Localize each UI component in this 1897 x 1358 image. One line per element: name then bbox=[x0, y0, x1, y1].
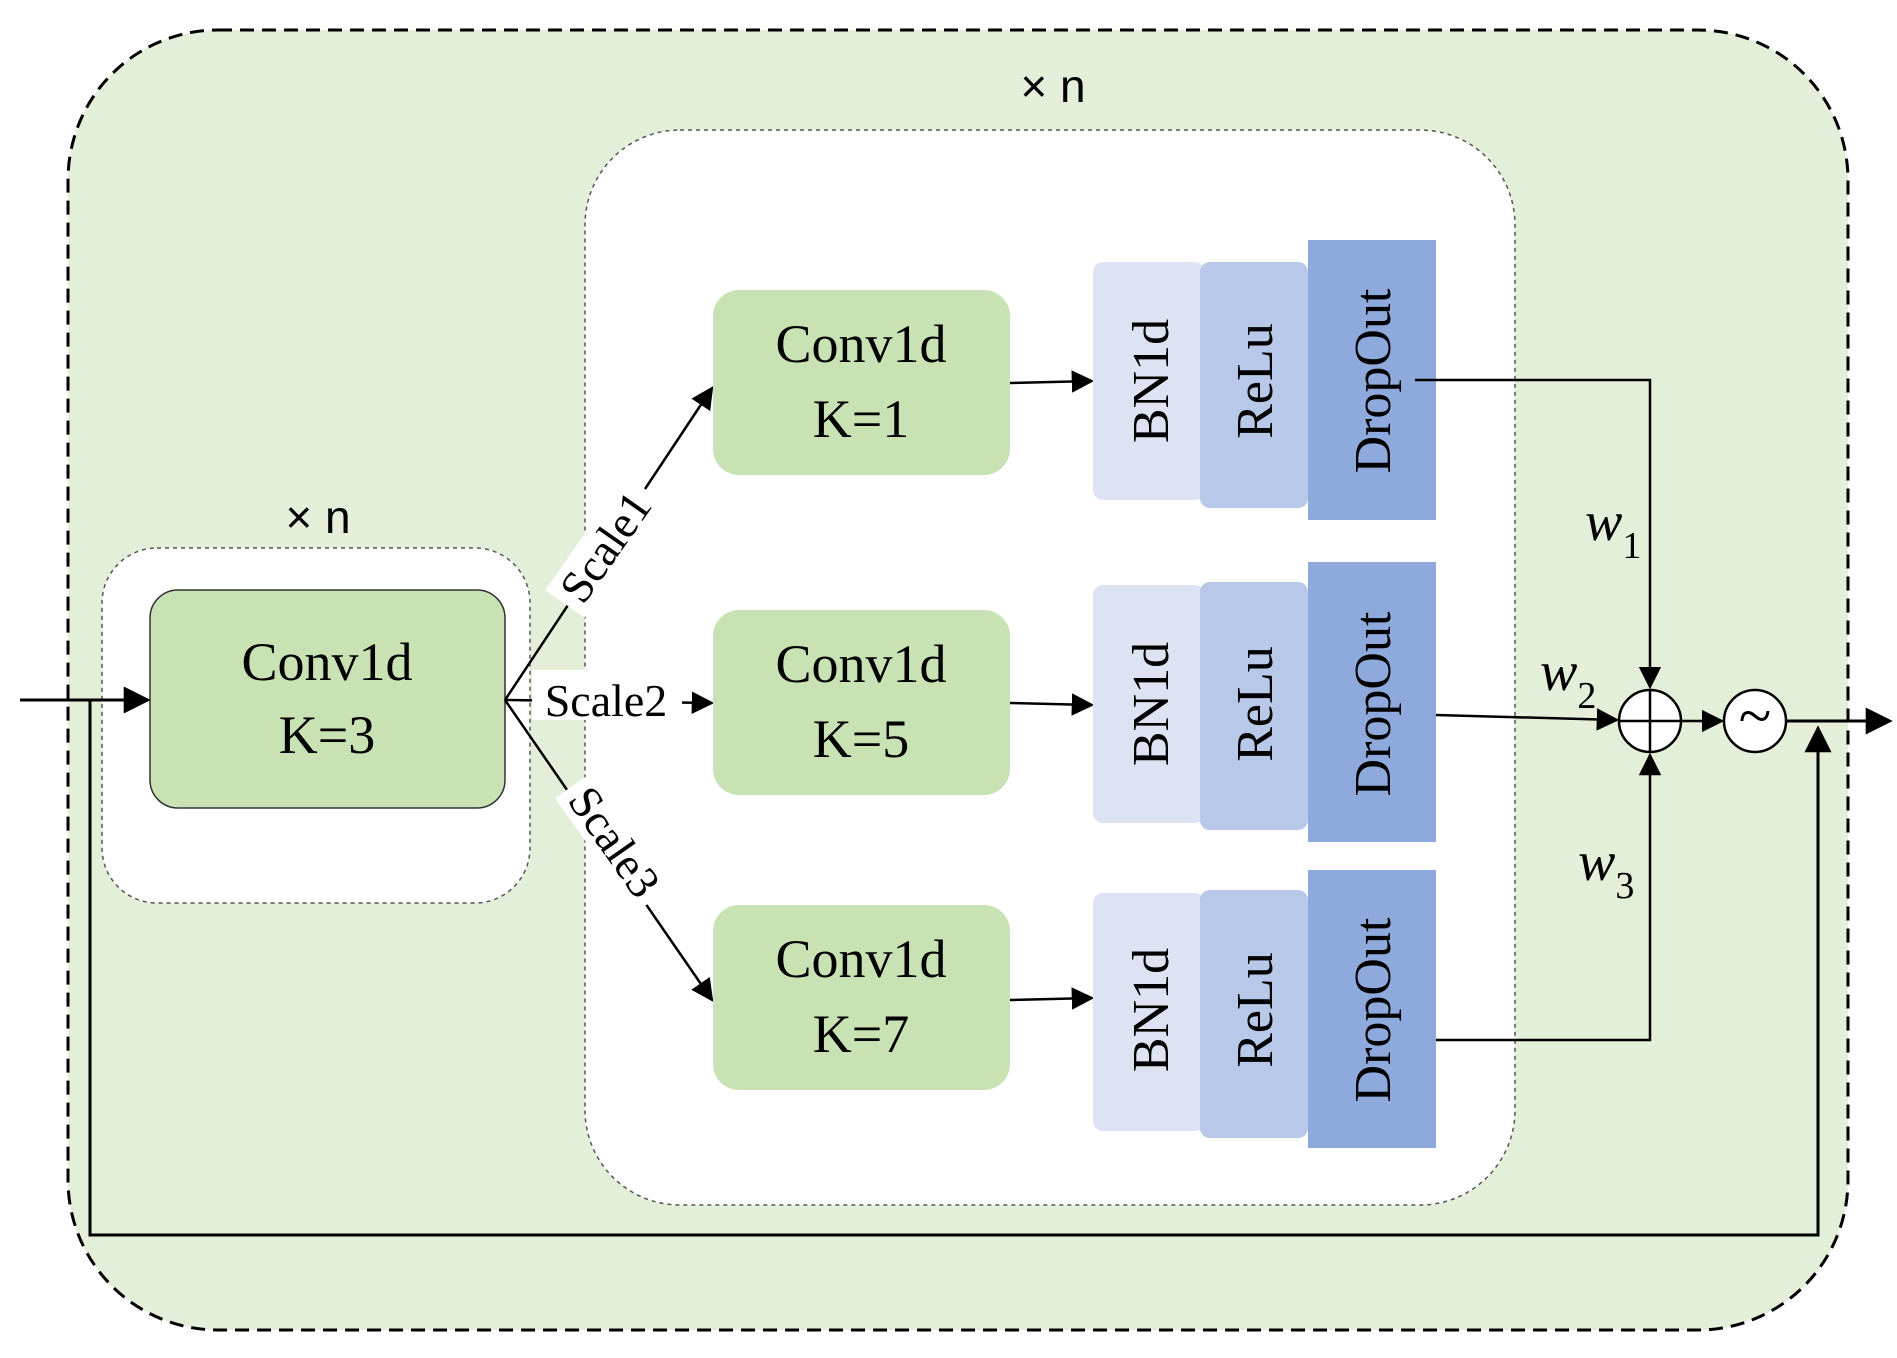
branch3-conv-kernel: K=7 bbox=[813, 1004, 909, 1064]
branch-1: Conv1d K=1 BN1d ReLu DropOut w1 bbox=[713, 240, 1662, 690]
branch2-dropout-label: DropOut bbox=[1345, 611, 1402, 796]
branch3-dropout-box bbox=[1308, 870, 1436, 1148]
branch2-weight-label: w2 bbox=[1540, 641, 1596, 717]
branch-2: Conv1d K=5 BN1d ReLu DropOut w2 bbox=[713, 562, 1620, 842]
branch1-dropout-box bbox=[1308, 240, 1436, 520]
branch3-conv-to-bn-arrow bbox=[1009, 987, 1095, 1010]
sum-node bbox=[1617, 688, 1683, 754]
first-conv-box bbox=[149, 589, 506, 809]
scale2-label-group: Scale2 bbox=[532, 670, 682, 726]
branch1-weight-label: w1 bbox=[1585, 491, 1641, 567]
branch1-weight-subscript: 1 bbox=[1622, 525, 1641, 567]
branch2-weight-symbol: w bbox=[1540, 641, 1577, 703]
branch1-conv-to-bn-arrow bbox=[1009, 370, 1095, 393]
branch2-conv-title: Conv1d bbox=[775, 634, 946, 694]
branch1-relu-label: ReLu bbox=[1227, 323, 1284, 439]
branch1-output-line bbox=[1415, 378, 1662, 690]
branch1-dropout-label: DropOut bbox=[1345, 288, 1402, 473]
branch2-output-line bbox=[1435, 708, 1620, 731]
scale2-label: Scale2 bbox=[545, 675, 668, 726]
branch2-relu-label: ReLu bbox=[1227, 646, 1284, 762]
branch3-bn-label: BN1d bbox=[1123, 948, 1180, 1072]
branch3-relu-label: ReLu bbox=[1227, 952, 1284, 1068]
activation-symbol: ~ bbox=[1739, 683, 1771, 749]
branch2-conv-kernel: K=5 bbox=[813, 709, 909, 769]
branch3-weight-subscript: 3 bbox=[1615, 865, 1634, 907]
branch2-conv-box bbox=[713, 610, 1010, 795]
branch3-relu-box bbox=[1200, 890, 1308, 1138]
branch3-output-line bbox=[1436, 752, 1662, 1042]
branch3-weight-symbol: w bbox=[1578, 831, 1615, 893]
first-conv-block: Conv1d K=3 bbox=[149, 589, 506, 809]
branch3-dropout-label: DropOut bbox=[1345, 917, 1402, 1102]
branch1-relu-box bbox=[1200, 262, 1308, 508]
branch1-conv-kernel: K=1 bbox=[813, 389, 909, 449]
residual-connection bbox=[88, 700, 1832, 1237]
branch1-bn-box bbox=[1093, 262, 1205, 500]
branch1-bn-label: BN1d bbox=[1123, 319, 1180, 443]
first-conv-kernel: K=3 bbox=[279, 705, 375, 765]
first-conv-title: Conv1d bbox=[241, 632, 412, 692]
branch2-dropout-box bbox=[1308, 562, 1436, 842]
branch2-bn-box bbox=[1093, 585, 1205, 823]
branch2-conv-to-bn-arrow bbox=[1009, 693, 1095, 716]
outer-repeat-label: × n bbox=[1020, 60, 1085, 112]
branch1-conv-box bbox=[713, 290, 1010, 475]
branch2-relu-box bbox=[1200, 582, 1308, 830]
branch2-weight-subscript: 2 bbox=[1577, 675, 1596, 717]
branch3-conv-box bbox=[713, 905, 1010, 1090]
branch2-bn-label: BN1d bbox=[1123, 642, 1180, 766]
branch1-weight-symbol: w bbox=[1585, 491, 1622, 553]
inner-repeat-label: × n bbox=[285, 491, 350, 543]
branch-3: Conv1d K=7 BN1d ReLu DropOut w3 bbox=[713, 752, 1662, 1148]
branch3-conv-title: Conv1d bbox=[775, 929, 946, 989]
branch3-bn-box bbox=[1093, 893, 1205, 1131]
branch3-weight-label: w3 bbox=[1578, 831, 1634, 907]
branch1-conv-title: Conv1d bbox=[775, 314, 946, 374]
